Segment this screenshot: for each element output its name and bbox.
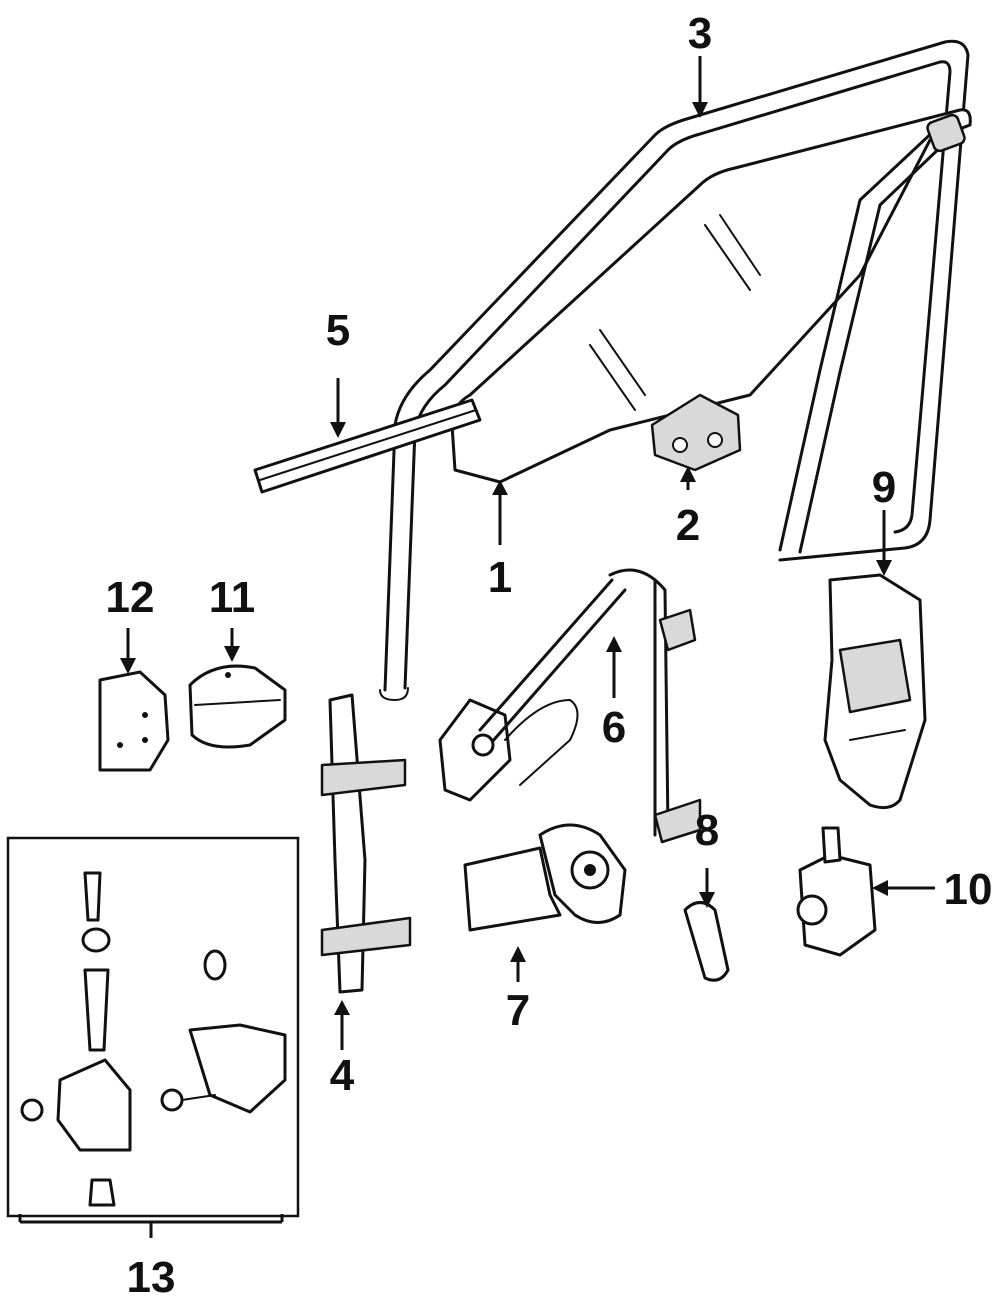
callout-8: 8 [695, 806, 719, 855]
callout-4: 4 [330, 1051, 355, 1100]
part-4-guide-channel [320, 693, 412, 994]
callout-1: 1 [488, 553, 512, 602]
callout-9: 9 [872, 463, 896, 512]
part-3-glass-run-channel [379, 39, 970, 701]
callout-3: 3 [688, 9, 712, 58]
part-13-hinge-kit [6, 836, 300, 1218]
callout-12: 12 [106, 573, 155, 622]
callout-2: 2 [676, 501, 700, 550]
part-7-regulator-motor [463, 823, 627, 932]
callout-10: 10 [944, 865, 993, 914]
part-8-window-crank [683, 901, 730, 982]
callout-11: 11 [209, 573, 256, 622]
part-2-glass-bracket [650, 393, 742, 472]
part-6-window-regulator [438, 568, 702, 844]
part-12-hinge-bracket [98, 670, 170, 772]
callout-6: 6 [602, 703, 626, 752]
callout-5: 5 [326, 306, 350, 355]
leader-lines [18, 56, 935, 1238]
part-11-hinge [188, 664, 287, 749]
callout-13: 13 [127, 1253, 176, 1302]
part-10-lock-actuator [796, 826, 877, 957]
callout-7: 7 [506, 986, 530, 1035]
part-5-belt-weatherstrip [253, 398, 482, 494]
part-9-door-latch [823, 573, 927, 810]
rear-run-channel [778, 113, 966, 554]
callout-labels: 1 2 3 4 5 6 7 8 9 10 11 12 13 [106, 9, 993, 1302]
